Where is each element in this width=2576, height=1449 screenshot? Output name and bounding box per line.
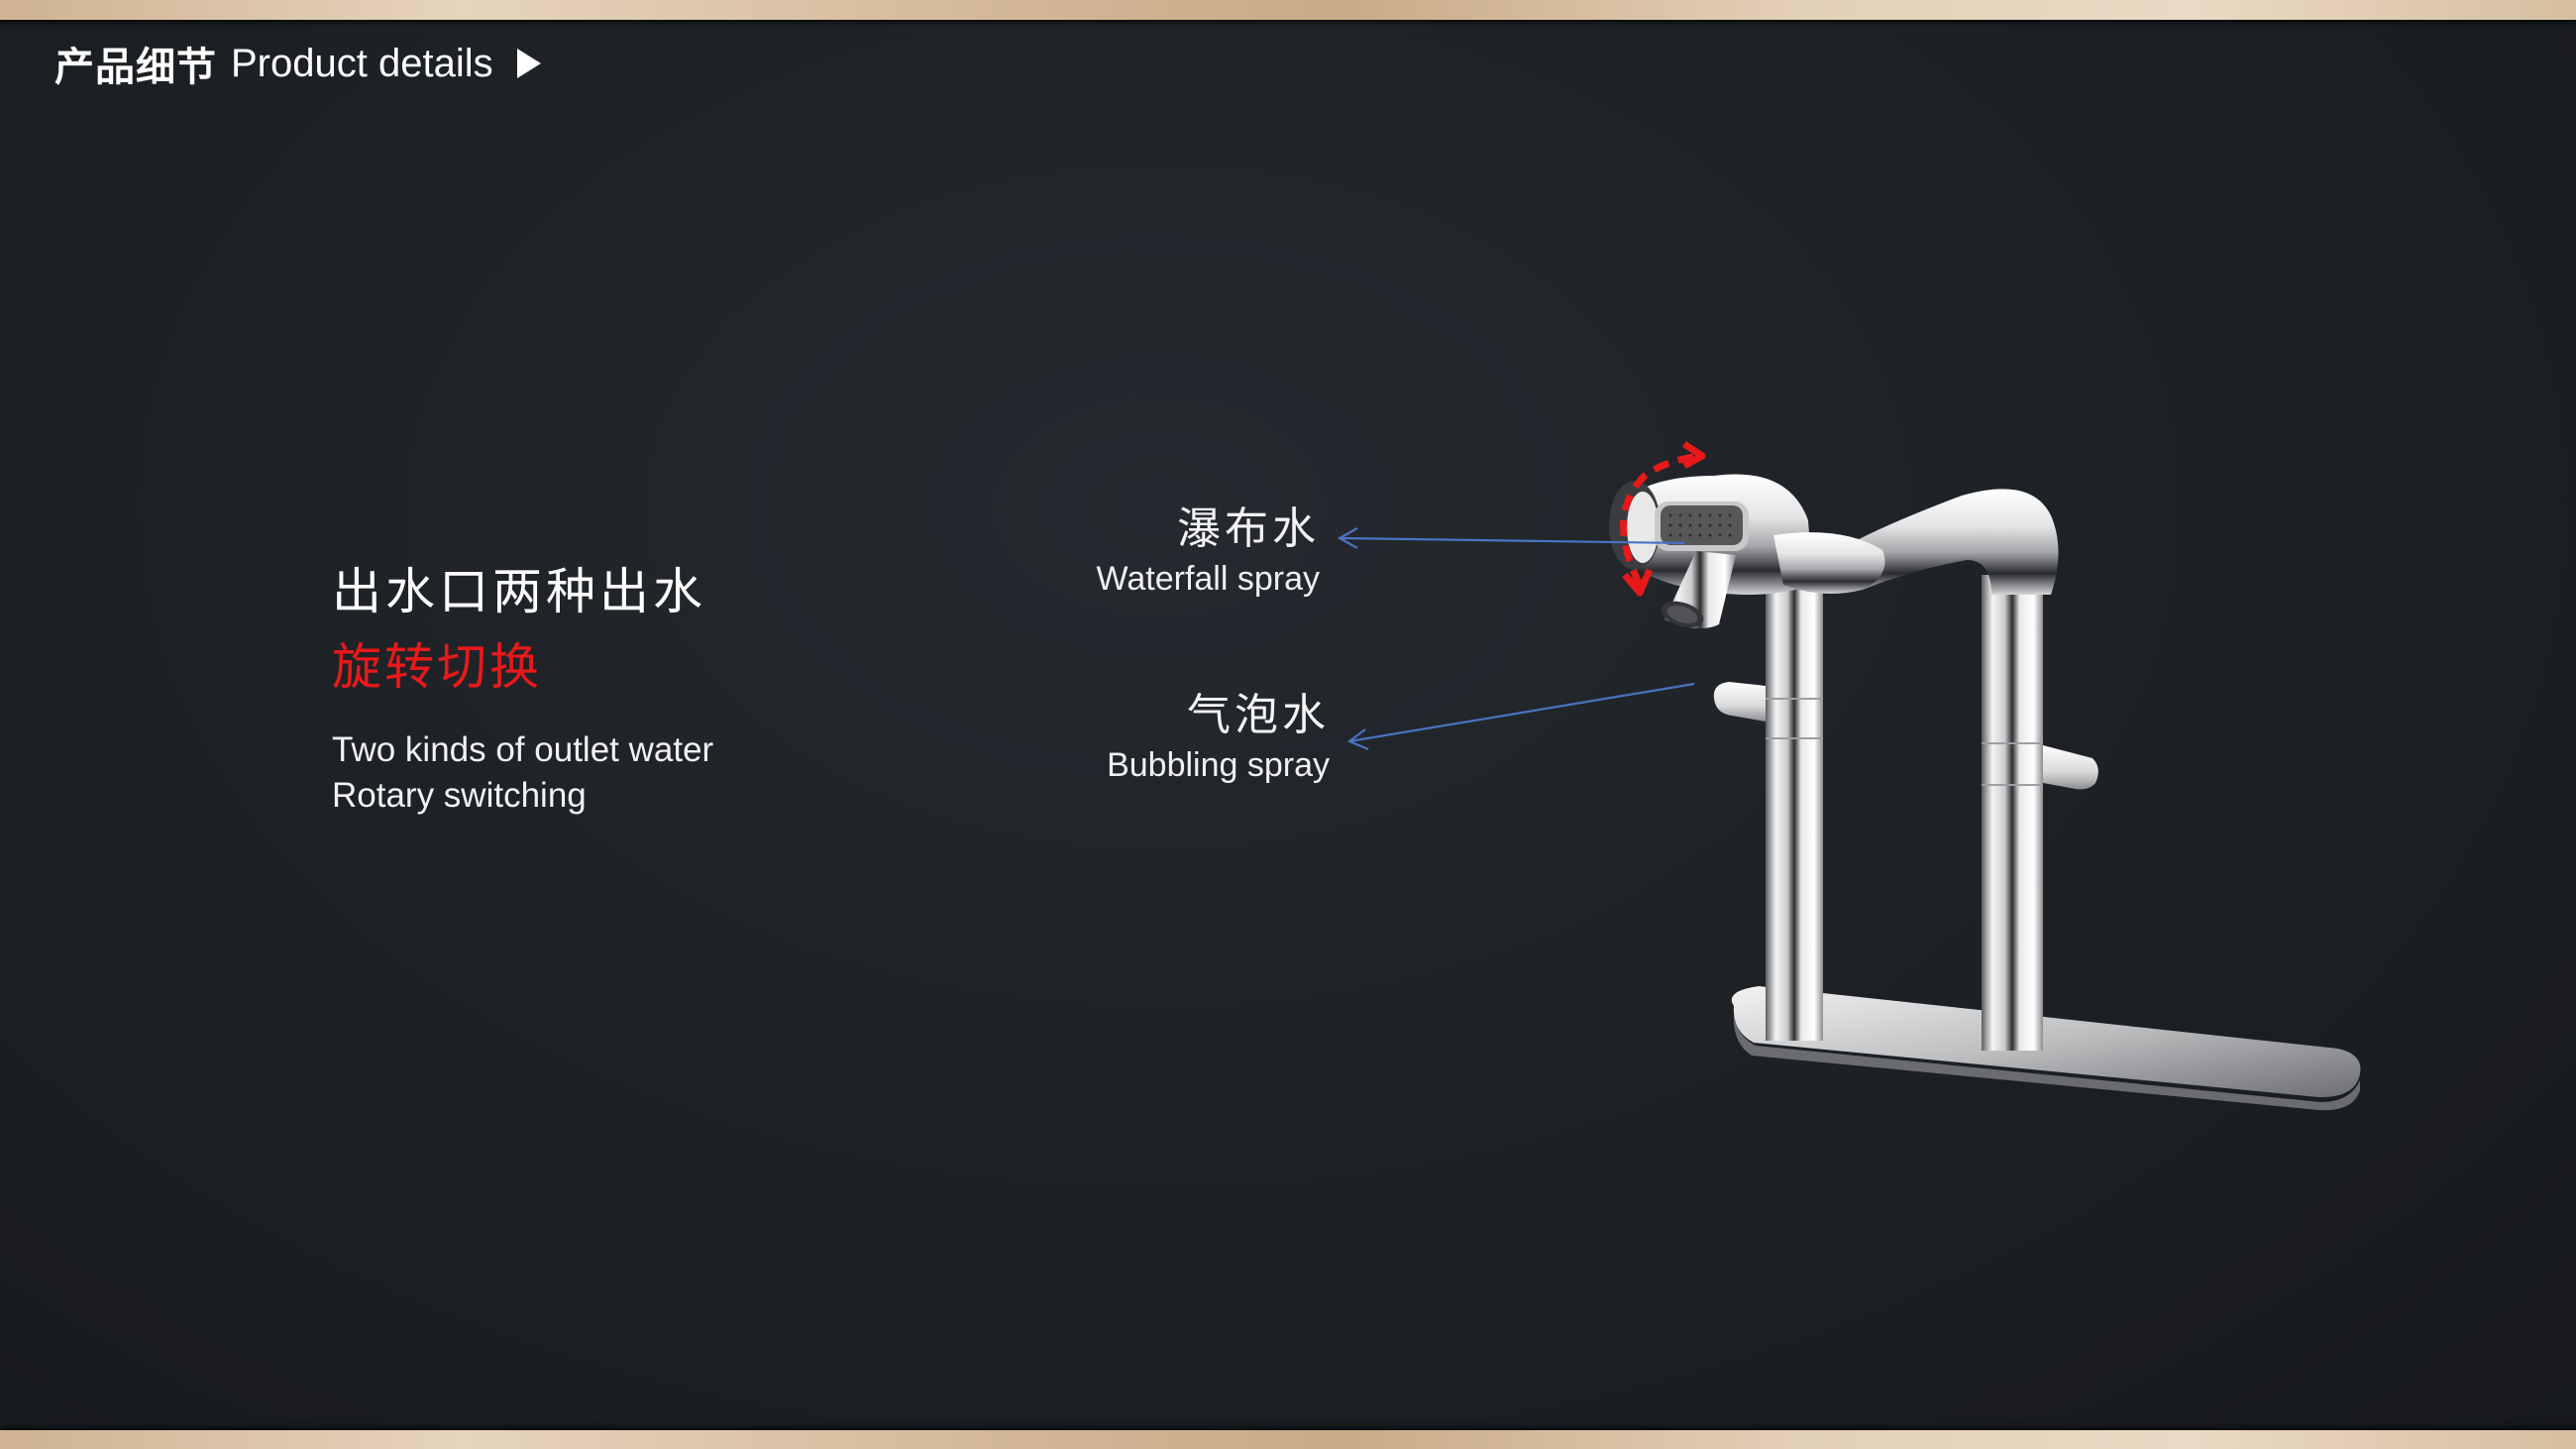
callout-waterfall-en: Waterfall spray: [1096, 560, 1320, 598]
header-title-en: Product details: [231, 41, 493, 85]
callout-waterfall-cn: 瀑布水: [1177, 503, 1320, 554]
callout-bubbling-en: Bubbling spray: [1107, 746, 1330, 784]
page-header: 产品细节 Product details: [54, 36, 541, 91]
chrome-faucet-illustration: [1609, 441, 2361, 1111]
header-title-cn: 产品细节: [54, 45, 217, 90]
callout-bubbling-cn: 气泡水: [1187, 690, 1330, 740]
feature-subtitle: 旋转切换: [332, 638, 542, 696]
rotation-arrow-path: [1620, 452, 1700, 587]
callout-waterfall: 瀑布水 Waterfall spray: [1097, 502, 1320, 601]
callout-bubbling: 气泡水 Bubbling spray: [1107, 688, 1330, 787]
feature-desc: Two kinds of outlet water Rotary switchi…: [332, 727, 713, 819]
bottom-gold-band: [0, 1430, 2576, 1449]
feature-description: 出水口两种出水 旋转切换 Two kinds of outlet water R…: [332, 557, 713, 819]
feature-desc-line1: Two kinds of outlet water: [332, 730, 714, 769]
play-triangle-icon[interactable]: [516, 49, 541, 78]
top-gold-band: [0, 0, 2576, 20]
feature-title: 出水口两种出水: [332, 563, 706, 620]
feature-desc-line2: Rotary switching: [332, 776, 587, 815]
